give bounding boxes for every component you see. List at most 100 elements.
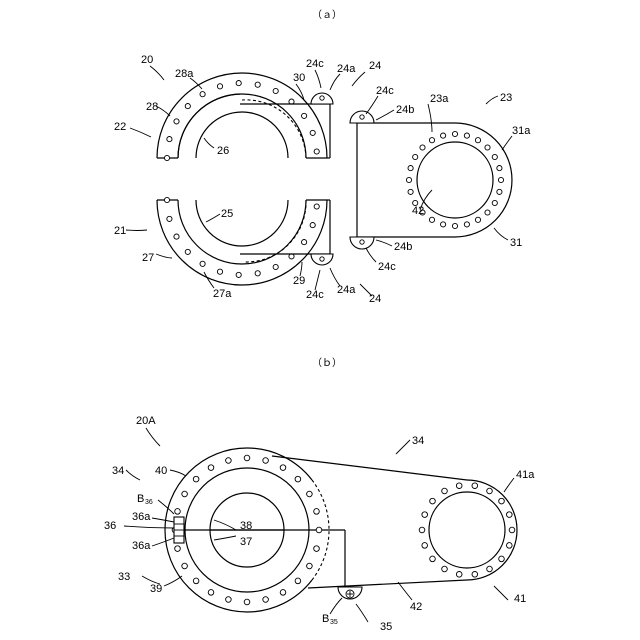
label-35: 35 [380,621,392,633]
bolt-hole [429,217,434,222]
bolt-hole [429,138,434,143]
label-23a: 23a [430,93,449,105]
label-30: 30 [293,72,305,84]
bolt-hole [263,597,269,603]
bolt-hole [182,491,188,497]
bolt-hole [314,509,320,515]
label-27a: 27a [213,288,232,300]
bolt-hole [244,599,250,605]
bolt-hole [452,131,457,136]
bolt-hole [475,138,480,143]
bolt-hole [498,177,503,182]
label-36: 36 [104,520,116,532]
bolt-hole [456,572,462,578]
label-B36-subscript: 36 [145,499,153,506]
bolt-hole [208,590,214,596]
label-24b-right-bottom: 24b [394,241,412,253]
label-25: 25 [221,208,233,220]
bolt-hole [208,465,214,471]
bolt-hole [413,154,418,159]
bolt-hole [487,566,493,572]
bolt-hole [499,556,505,562]
label-37: 37 [240,536,252,548]
label-36a-bottom: 36a [132,540,151,552]
bolt-hole [310,130,315,135]
bolt-hole [406,177,411,182]
bolt-hole [464,133,469,138]
bolt-hole [507,512,513,518]
bolt-hole [182,563,188,569]
label-24c-bottom: 24c [306,289,324,301]
bolt-hole [497,189,502,194]
panel-b-title: （ｂ） [312,357,342,369]
bolt-hole [164,155,169,160]
label-24-top: 24 [369,60,381,72]
bolt-hole [307,491,313,497]
bolt-hole [185,249,190,254]
label-21: 21 [114,225,126,237]
bolt-hole [314,149,319,154]
label-36a-top: 36a [132,511,151,523]
bolt-hole [307,563,313,569]
label-40: 40 [155,465,167,477]
label-28: 28 [146,101,158,113]
bolt-hole [175,509,181,515]
bolt-hole [310,223,315,228]
bolt-hole [193,578,199,584]
bolt-hole [492,200,497,205]
bolt-hole [408,166,413,171]
bolt-hole [497,166,502,171]
label-41a: 41a [516,469,535,481]
label-20: 20 [141,54,153,66]
bolt-hole [314,204,319,209]
bolt-hole [485,145,490,150]
bolt-hole [167,137,172,142]
label-42-b: 42 [410,601,422,613]
bolt-hole [420,145,425,150]
bolt-hole [408,189,413,194]
bolt-hole [464,222,469,227]
bolt-hole [507,543,513,549]
bolt-hole [472,572,478,578]
bolt-hole [175,546,181,552]
bolt-hole [316,527,322,533]
bolt-hole [193,476,199,482]
label-38: 38 [240,520,252,532]
bolt-hole [441,133,446,138]
label-27: 27 [142,252,154,264]
label-23: 23 [500,92,512,104]
bolt-hole [295,476,301,482]
bolt-hole [200,92,205,97]
bolt-hole [430,498,436,504]
labels-b: 20A 34 34 40 41a B 36 36a 36 36a 38 37 3… [104,415,535,633]
small-ring-hole-row-41a [419,483,515,577]
bolt-hole [472,483,478,489]
hinge-cap-24b-lower [350,237,374,249]
label-26: 26 [217,145,229,157]
bolt-hole [255,82,260,87]
label-24a-top: 24a [337,63,356,75]
bolt-hole [314,546,320,552]
bolt-hole [485,210,490,215]
bolt-hole [442,566,448,572]
bolt-hole [174,119,179,124]
bolt-hole [509,527,515,533]
label-24-bottom: 24 [369,293,381,305]
bolt-hole [419,527,425,533]
label-20A: 20A [136,415,156,427]
label-28a: 28a [175,68,194,80]
label-24b-right-top: 24b [396,104,414,116]
label-31a: 31a [512,125,531,137]
bolt-hole [280,590,286,596]
bolt-hole [226,597,232,603]
bolt-hole [492,154,497,159]
bolt-hole [226,458,232,464]
label-39: 39 [150,583,162,595]
bolt-hole [200,261,205,266]
bolt-hole [164,197,169,202]
label-34-top: 34 [412,435,424,447]
label-B35-main: B [322,613,329,625]
label-24c-top: 24c [306,58,324,70]
bolt-hole [302,113,307,118]
label-29: 29 [293,275,305,287]
